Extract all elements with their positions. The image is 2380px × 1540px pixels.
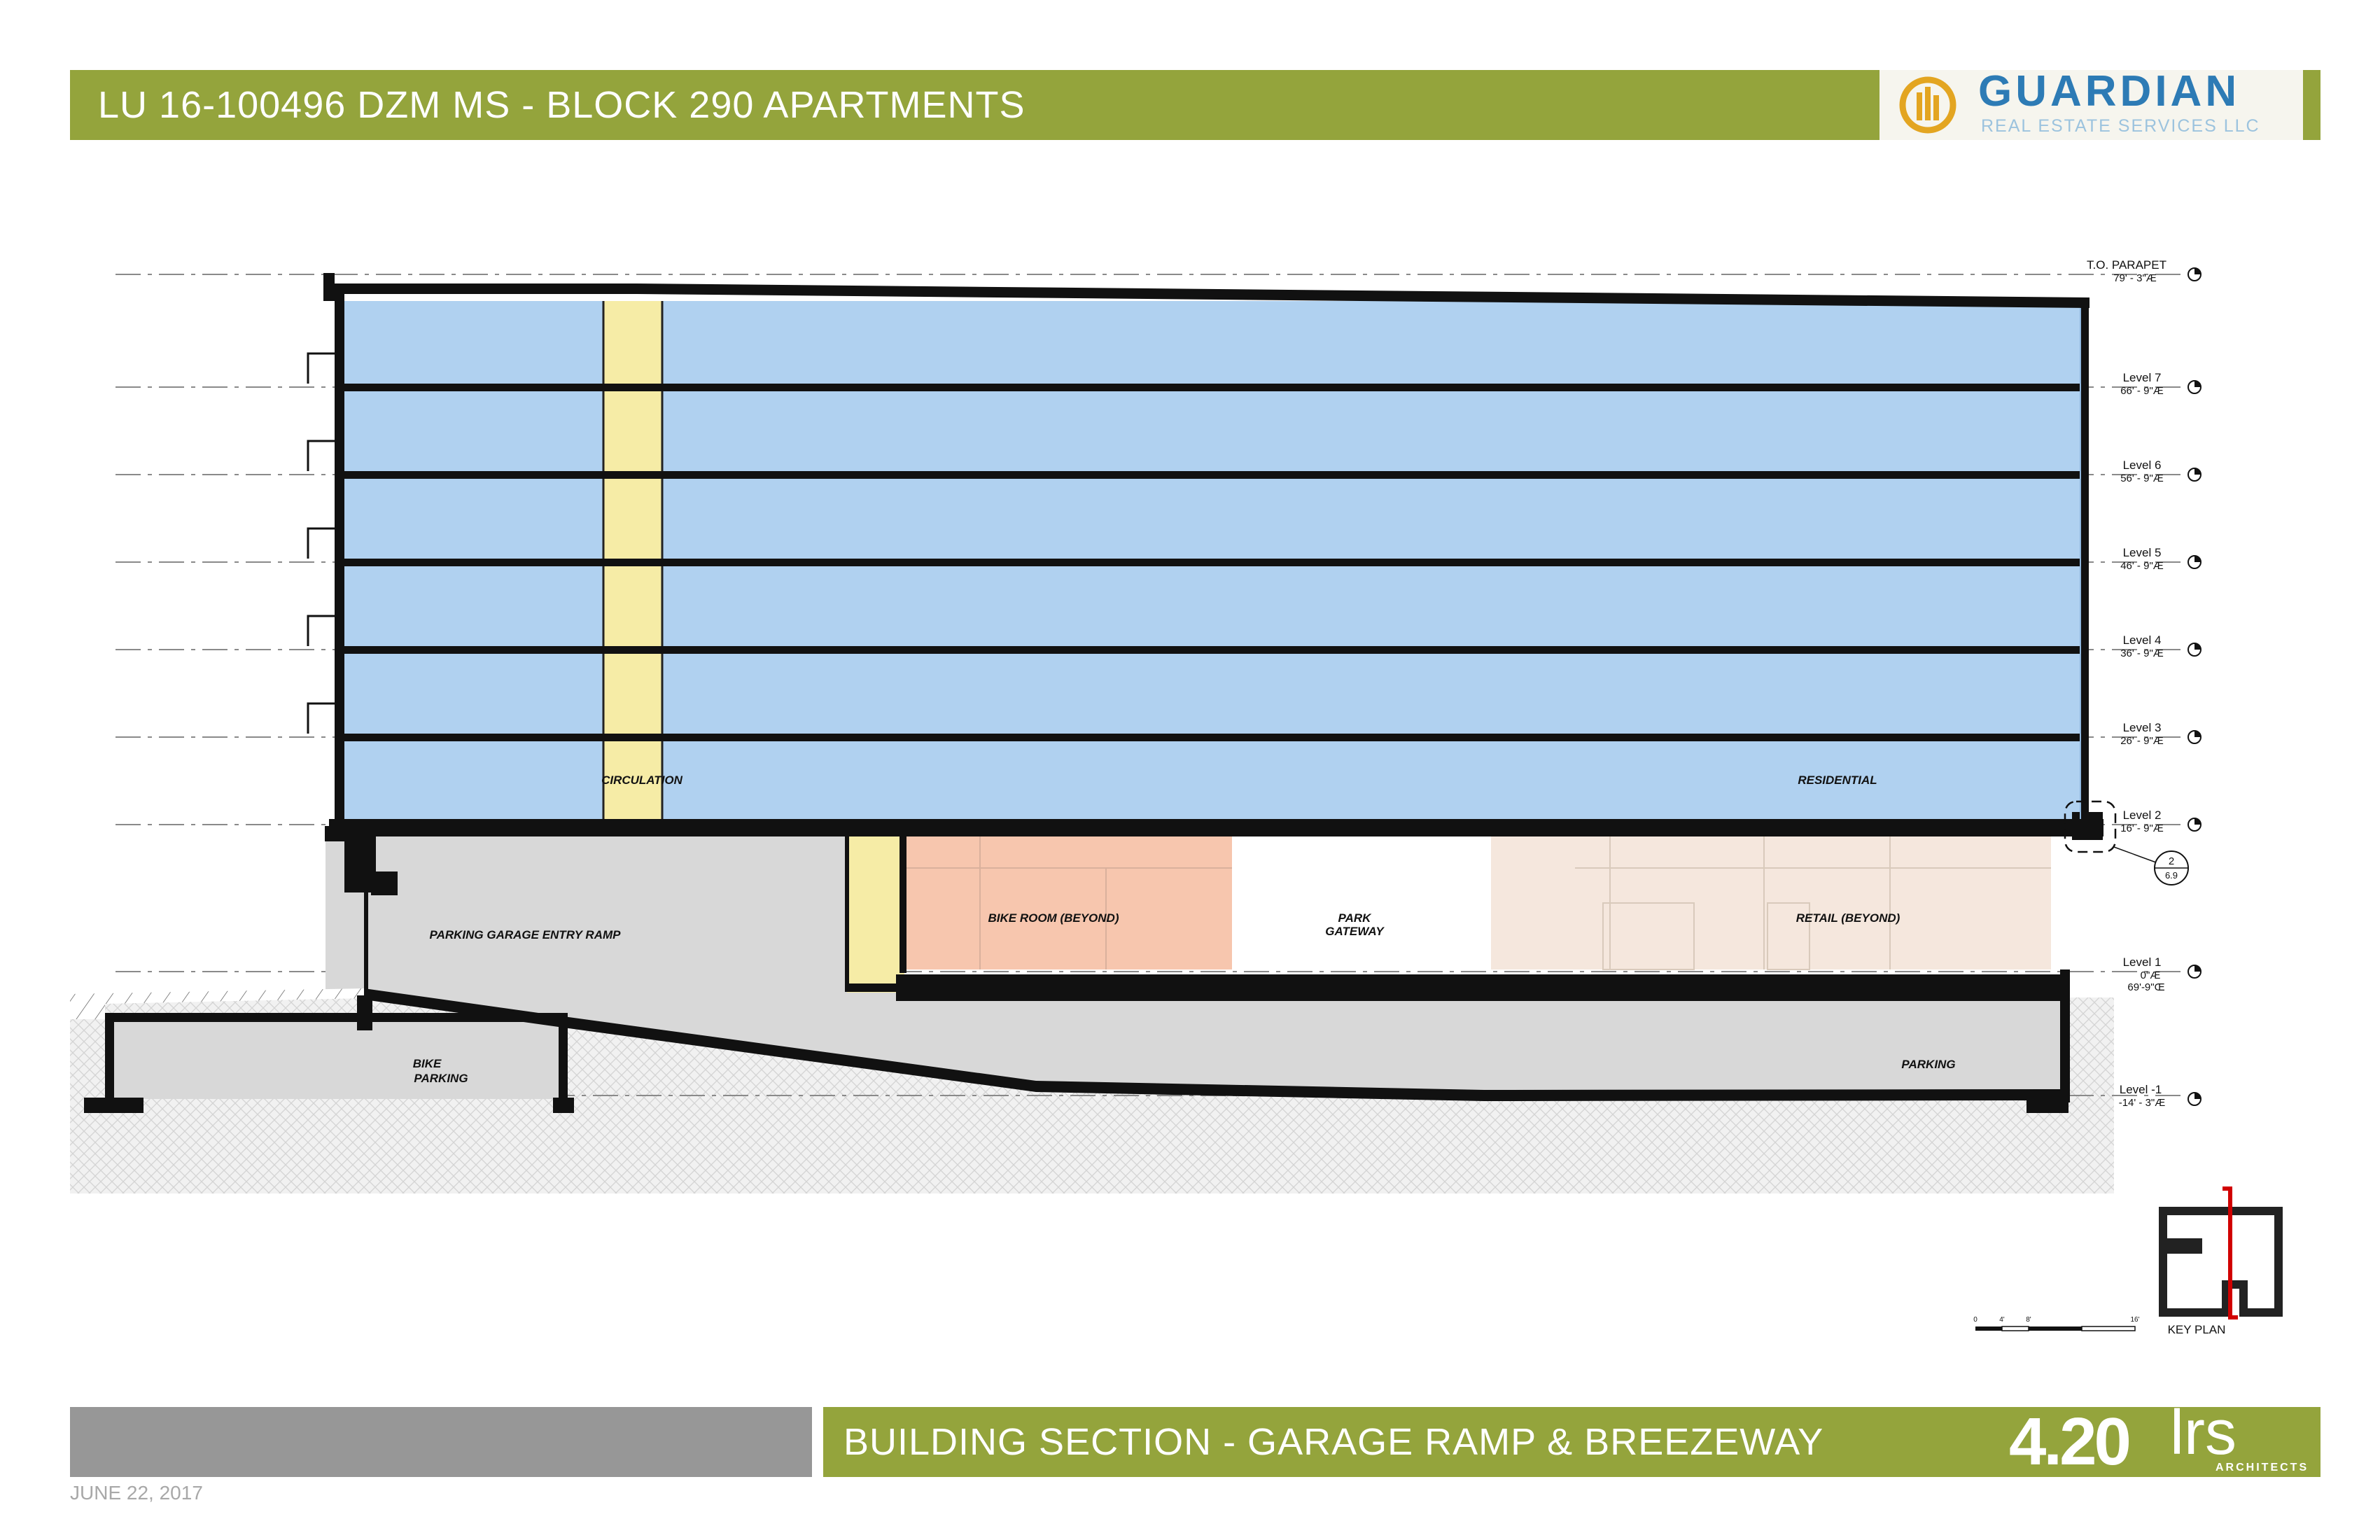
project-title: LU 16-100496 DZM MS - BLOCK 290 APARTMEN… bbox=[98, 84, 1026, 126]
guardian-logo-name: GUARDIAN bbox=[1978, 67, 2241, 115]
svg-text:Level 5: Level 5 bbox=[2123, 546, 2162, 559]
ground-floor bbox=[845, 826, 2070, 1001]
svg-text:79' - 3"Æ: 79' - 3"Æ bbox=[2113, 272, 2157, 284]
guardian-logo-subtitle: REAL ESTATE SERVICES LLC bbox=[1981, 116, 2260, 136]
svg-text:46' - 9"Æ: 46' - 9"Æ bbox=[2120, 560, 2164, 572]
svg-text:6.9: 6.9 bbox=[2165, 870, 2178, 881]
svg-text:Level 4: Level 4 bbox=[2123, 634, 2162, 647]
label-garage-entry-ramp: PARKING GARAGE ENTRY RAMP bbox=[430, 928, 622, 941]
sheet-number: 4.20 bbox=[2009, 1404, 2132, 1479]
label-retail: RETAIL (BEYOND) bbox=[1796, 911, 1900, 925]
svg-text:Level 7: Level 7 bbox=[2123, 371, 2162, 384]
footer-grey-bar bbox=[70, 1407, 812, 1477]
label-residential: RESIDENTIAL bbox=[1798, 774, 1877, 787]
svg-text:36' - 9"Æ: 36' - 9"Æ bbox=[2120, 648, 2164, 659]
svg-text:T.O. PARAPET: T.O. PARAPET bbox=[2087, 258, 2166, 272]
label-parking: PARKING bbox=[1901, 1058, 1955, 1071]
label-park-gateway-line2: GATEWAY bbox=[1325, 925, 1385, 938]
svg-text:0"Æ: 0"Æ bbox=[2141, 969, 2161, 981]
svg-text:69'-9"Œ: 69'-9"Œ bbox=[2127, 981, 2164, 993]
label-circulation: CIRCULATION bbox=[601, 774, 683, 787]
svg-text:KEY PLAN: KEY PLAN bbox=[2168, 1323, 2226, 1336]
level-marker-5: Level 5 46' - 9"Æ bbox=[2120, 546, 2202, 572]
lrs-logo-subtitle: ARCHITECTS bbox=[2216, 1462, 2309, 1474]
level-marker-3: Level 3 26' - 9"Æ bbox=[2120, 721, 2202, 747]
svg-text:Level 6: Level 6 bbox=[2123, 458, 2162, 472]
svg-text:Level -1: Level -1 bbox=[2120, 1083, 2162, 1096]
residential-block bbox=[307, 273, 2104, 895]
sheet-title: BUILDING SECTION - GARAGE RAMP & BREEZEW… bbox=[844, 1421, 1824, 1463]
svg-text:Level 2: Level 2 bbox=[2123, 808, 2162, 822]
svg-text:56' - 9"Æ: 56' - 9"Æ bbox=[2120, 472, 2164, 484]
level-marker-4: Level 4 36' - 9"Æ bbox=[2120, 634, 2202, 659]
svg-text:66' - 9"Æ: 66' - 9"Æ bbox=[2120, 385, 2164, 397]
svg-text:8': 8' bbox=[2026, 1316, 2031, 1324]
garage-level bbox=[70, 826, 2070, 1113]
label-park-gateway-line1: PARK bbox=[1338, 911, 1373, 925]
label-bike-parking-line2: PARKING bbox=[414, 1072, 468, 1085]
lrs-logo: lrs bbox=[2170, 1398, 2236, 1468]
svg-text:26' - 9"Æ: 26' - 9"Æ bbox=[2120, 735, 2164, 747]
sheet-date: JUNE 22, 2017 bbox=[70, 1482, 203, 1504]
level-marker-1: Level 1 0"Æ 69'-9"Œ bbox=[2123, 955, 2202, 993]
svg-text:Level 3: Level 3 bbox=[2123, 721, 2162, 734]
scale-bar: 0 4' 8' 16' bbox=[1973, 1316, 2140, 1331]
svg-text:0: 0 bbox=[1973, 1316, 1977, 1324]
level-marker-6: Level 6 56' - 9"Æ bbox=[2120, 458, 2202, 484]
svg-text:4': 4' bbox=[1999, 1316, 2005, 1324]
label-bike-room: BIKE ROOM (BEYOND) bbox=[988, 911, 1119, 925]
level-marker-parapet: T.O. PARAPET 79' - 3"Æ bbox=[2087, 258, 2202, 284]
level-marker-7: Level 7 66' - 9"Æ bbox=[2120, 371, 2202, 397]
footer-title-bar bbox=[823, 1407, 2320, 1477]
svg-text:16': 16' bbox=[2130, 1316, 2139, 1324]
level-markers: T.O. PARAPET 79' - 3"Æ Level 7 66' - 9"Æ… bbox=[2087, 258, 2202, 1109]
level-marker-2: Level 2 16' - 9"Æ bbox=[2120, 808, 2202, 834]
guardian-mark-icon bbox=[1899, 76, 1956, 134]
svg-text:16' - 9"Æ: 16' - 9"Æ bbox=[2120, 822, 2164, 834]
level-marker-basement: Level -1 -14' - 3"Æ bbox=[2119, 1083, 2202, 1109]
svg-text:2: 2 bbox=[2169, 855, 2174, 867]
svg-text:-14' - 3"Æ: -14' - 3"Æ bbox=[2119, 1097, 2166, 1109]
label-bike-parking-line1: BIKE bbox=[413, 1057, 442, 1070]
key-plan: KEY PLAN bbox=[2159, 1186, 2283, 1336]
detail-callout: 2 6.9 bbox=[2064, 800, 2189, 886]
svg-text:Level 1: Level 1 bbox=[2123, 955, 2162, 969]
